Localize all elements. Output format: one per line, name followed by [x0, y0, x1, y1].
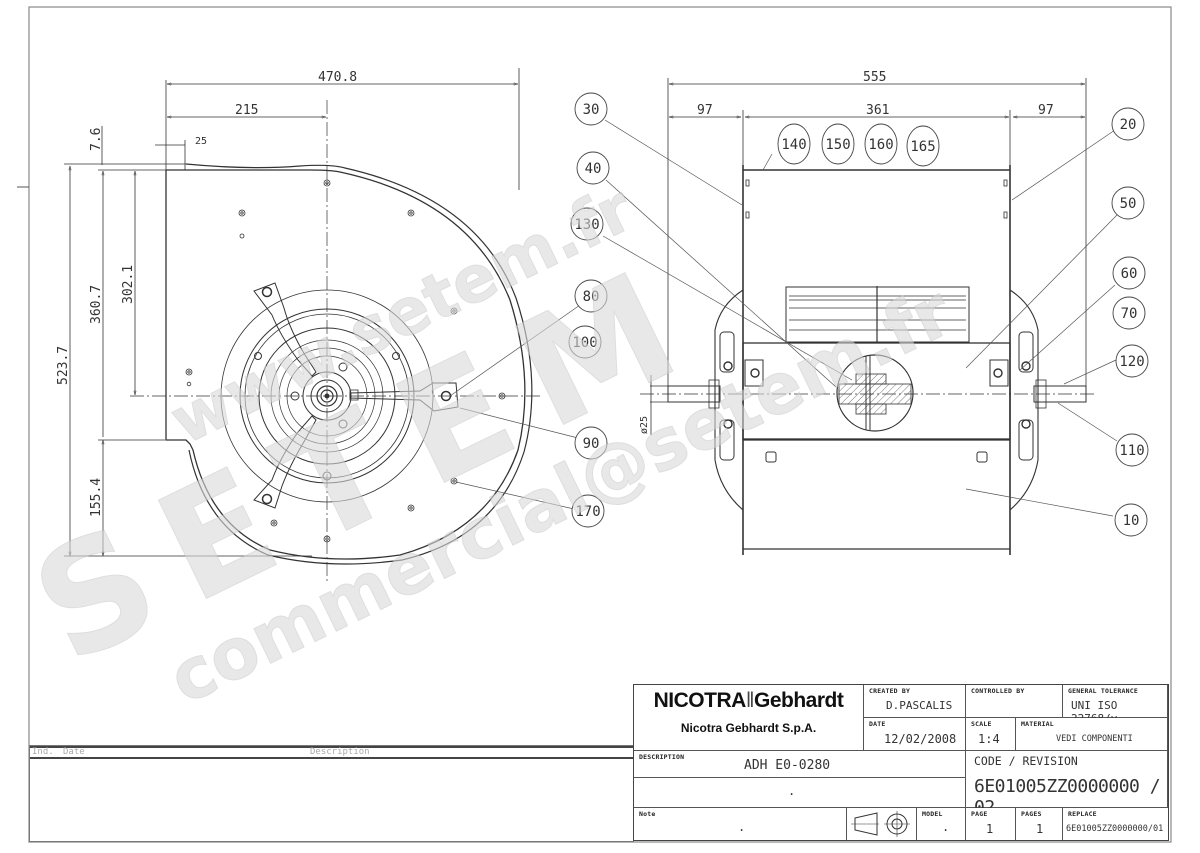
- dim-side-overall-width: 555: [863, 70, 886, 85]
- balloon-165: 165: [910, 139, 935, 155]
- code-revision-cell: CODE / REVISION 6E01005ZZ0000000 / 02: [966, 751, 1168, 818]
- dim-overall-height: 523.7: [56, 346, 71, 385]
- company-logo: NICOTRA‖Gebhardt: [653, 689, 844, 712]
- balloon-170: 170: [575, 504, 600, 520]
- dim-outlet-height: 360.7: [89, 285, 104, 324]
- dim-bottom-to-outlet: 155.4: [89, 478, 104, 517]
- balloon-110: 110: [1119, 443, 1144, 459]
- dim-shaft-diameter: ø25: [639, 416, 650, 434]
- page-cell: PAGE 1: [966, 808, 1016, 840]
- controlled-by-label: CONTROLLED BY: [971, 687, 1025, 695]
- pages-cell: PAGES 1: [1016, 808, 1063, 840]
- created-by-cell: CREATED BY D.PASCALIS: [864, 685, 966, 718]
- scale-value: 1:4: [978, 732, 1000, 746]
- projection-symbol-cell: [847, 808, 917, 840]
- balloon-40: 40: [585, 161, 602, 177]
- balloon-90: 90: [583, 436, 600, 452]
- balloon-labels: 30 40 130 80 100 90 170 140 150 160 165 …: [572, 102, 1144, 529]
- scale-cell: SCALE 1:4: [966, 718, 1016, 751]
- dim-right-shaft: 97: [1038, 103, 1054, 118]
- balloon-60: 60: [1121, 266, 1138, 282]
- replace-cell: REPLACE 6E01005ZZ0000000/01: [1063, 808, 1168, 840]
- dim-left-shaft: 97: [697, 103, 713, 118]
- general-tolerance-cell: GENERAL TOLERANCE UNI ISO 22768/v: [1063, 685, 1168, 725]
- title-block: NICOTRA‖Gebhardt Nicotra Gebhardt S.p.A.…: [633, 684, 1169, 841]
- dim-outlet-flange: 25: [195, 136, 207, 147]
- revision-header-ind: Ind.: [32, 747, 54, 757]
- replace-label: REPLACE: [1068, 810, 1097, 818]
- code-revision-label: CODE / REVISION: [974, 754, 1078, 768]
- date-cell: DATE 12/02/2008: [864, 718, 966, 751]
- balloon-20: 20: [1120, 117, 1137, 133]
- note-value: .: [738, 820, 746, 834]
- balloon-130: 130: [574, 217, 599, 233]
- part-balloons: [568, 92, 1149, 537]
- logo-gebhardt: Gebhardt: [754, 689, 844, 712]
- model-cell: MODEL .: [917, 808, 966, 840]
- balloon-120: 120: [1119, 354, 1144, 370]
- balloon-70: 70: [1121, 306, 1138, 322]
- controlled-by-cell: CONTROLLED BY: [966, 685, 1063, 718]
- sheet-frame: [28, 6, 1172, 843]
- description-2-value: .: [788, 784, 796, 798]
- dim-housing-width: 361: [866, 103, 889, 118]
- model-value: .: [942, 820, 950, 834]
- page-value: 1: [986, 822, 994, 836]
- balloon-30: 30: [583, 102, 600, 118]
- date-label: DATE: [869, 720, 886, 728]
- leader-lines: [449, 119, 1118, 517]
- description-label: DESCRIPTION: [639, 753, 685, 761]
- created-by-label: CREATED BY: [869, 687, 911, 695]
- watermarks: www.setem.fr SETEM commercial@setem.fr: [9, 171, 965, 720]
- balloon-50: 50: [1120, 196, 1137, 212]
- page-label: PAGE: [971, 810, 988, 818]
- material-cell: MATERIAL VEDI COMPONENTI: [1016, 718, 1168, 751]
- side-view-dimensions: 555 97 361 97 ø25: [639, 70, 1054, 434]
- scale-label: SCALE: [971, 720, 992, 728]
- dim-overall-width: 470.8: [318, 70, 357, 85]
- balloon-10: 10: [1123, 513, 1140, 529]
- material-value: VEDI COMPONENTI: [1056, 734, 1133, 744]
- first-angle-projection-icon: [851, 811, 910, 837]
- dim-flange-thickness: 7.6: [89, 128, 104, 151]
- balloon-100: 100: [572, 335, 597, 351]
- front-view-dimensions: 470.8 215 25 7.6 523.7 360.7 302.1 155.4: [56, 70, 357, 517]
- date-value: 12/02/2008: [884, 732, 957, 746]
- revision-table: Ind. Date Description: [29, 745, 634, 842]
- replace-value: 6E01005ZZ0000000/01: [1066, 824, 1164, 834]
- balloon-140: 140: [781, 137, 806, 153]
- description-value: ADH E0-0280: [744, 758, 831, 773]
- dim-center-offset: 215: [235, 103, 258, 118]
- revision-header-date: Date: [63, 747, 85, 757]
- description-2-cell: .: [634, 778, 966, 808]
- description-cell: DESCRIPTION ADH E0-0280: [634, 751, 966, 778]
- model-label: MODEL: [922, 810, 943, 818]
- company-name: Nicotra Gebhardt S.p.A.: [680, 721, 817, 735]
- balloon-150: 150: [825, 137, 850, 153]
- company-logo-cell: NICOTRA‖Gebhardt Nicotra Gebhardt S.p.A.: [634, 685, 864, 751]
- note-label: Note: [639, 810, 656, 818]
- general-tolerance-label: GENERAL TOLERANCE: [1068, 687, 1138, 695]
- pages-value: 1: [1036, 822, 1044, 836]
- front-view: [64, 68, 540, 582]
- note-cell: Note .: [634, 808, 847, 840]
- pages-label: PAGES: [1021, 810, 1042, 818]
- revision-table-header: Ind. Date Description: [30, 746, 634, 759]
- logo-nicotra: NICOTRA: [653, 689, 747, 712]
- created-by-value: D.PASCALIS: [886, 699, 953, 712]
- material-label: MATERIAL: [1021, 720, 1054, 728]
- balloon-80: 80: [583, 289, 600, 305]
- dim-outlet-to-center: 302.1: [121, 265, 136, 304]
- side-view: [640, 78, 1095, 555]
- revision-header-description: Description: [310, 747, 370, 757]
- balloon-160: 160: [868, 137, 893, 153]
